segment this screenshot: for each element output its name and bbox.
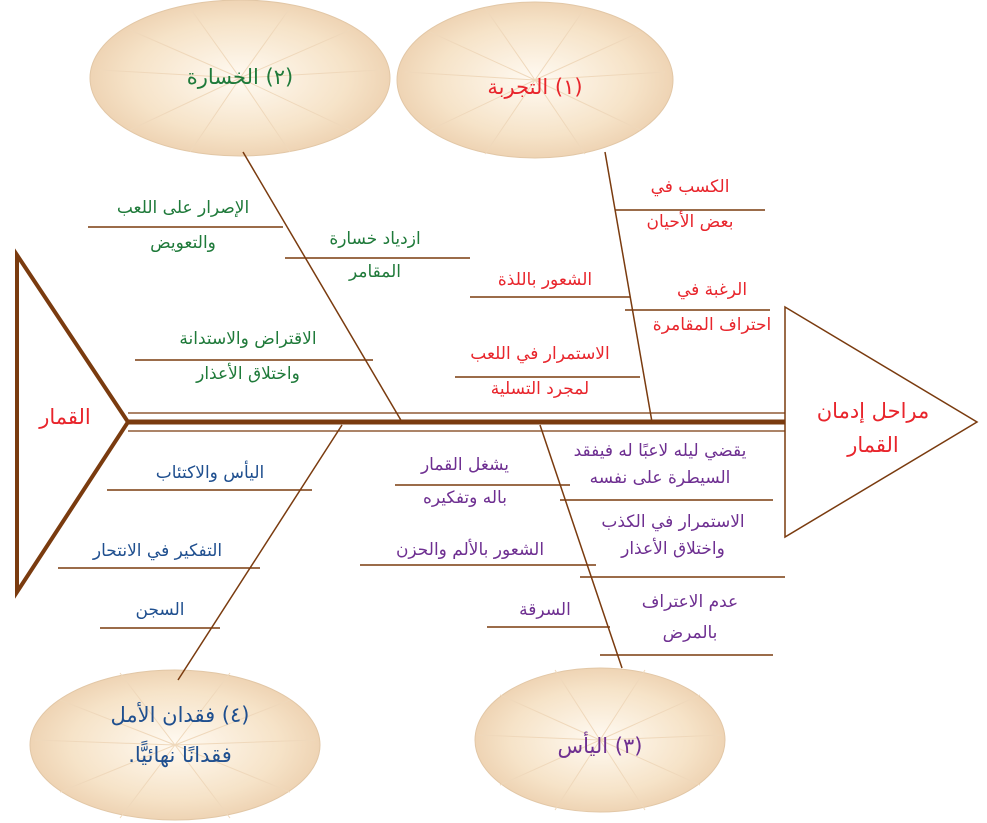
cloud-stage3 [474,667,726,813]
fish-head [784,305,979,539]
stage1-pleasure-label: الشعور باللذة [497,270,593,290]
stage3-occupy-line2: باله وتفكيره [423,488,507,509]
stage3-lying-line1: الاستمرار في الكذب [601,512,745,532]
cloud-stage1-label: (١) التجربة [487,75,583,99]
bone-stage2 [242,151,403,423]
stage4-prison-label: السجن [135,600,185,620]
cloud-stage4 [29,669,321,821]
stage3-denial-line1: عدم الاعتراف [641,592,739,612]
stage3-pain-label: الشعور بالألم والحزن [395,540,545,560]
cloud-stage4-line1: (٤) فقدان الأمل [110,703,250,727]
stage1-gain-line1: الكسب في [650,177,730,197]
stage2-loss-line1: ازدياد خسارة [329,229,421,249]
cloud-stage4-line2: فقدانًا نهائيًّا. [128,743,232,768]
stage3-lying-label: الاستمرار في الكذب واختلاق الأعذار [568,512,778,561]
fish-tail [15,248,131,599]
tail-label: القمار [39,405,91,429]
cloud-stage4-label: (٤) فقدان الأمل فقدانًا نهائيًّا. [55,702,305,769]
stage3-night-label: يقضي ليله لاعبًا له فيفقد السيطرة على نف… [540,441,780,490]
stage3-denial-line2: بالمرض [662,623,718,644]
stage3-lying-line2: واختلاق الأعذار [621,539,725,560]
cloud-stage2-label: (٢) الخسارة [186,65,294,89]
cloud-stage1 [396,1,674,159]
stage3-occupy-line1: يشغل القمار [420,455,510,475]
bone-stage1 [604,151,653,423]
head-label: مراحل إدمان القمار [788,398,958,459]
stage2-insist-line2: والتعويض [150,233,216,254]
stage1-gain-label: الكسب في بعض الأحيان [620,177,760,234]
stage4-suicide-label: التفكير في الانتحار [92,541,223,561]
stage2-borrow-line1: الاقتراض والاستدانة [179,329,317,349]
stage2-borrow-line2: واختلاق الأعذار [196,364,300,385]
head-label-line2: القمار [847,433,899,458]
stage1-desire-line1: الرغبة في [676,280,748,300]
stage1-gain-line2: بعض الأحيان [646,212,734,233]
cloud-stage3-label: (٣) اليأس [557,734,643,758]
fish-skeleton [15,151,979,681]
stage3-night-line1: يقضي ليله لاعبًا له فيفقد [573,441,747,461]
stage4-despair-label: اليأس والاكتئاب [155,463,265,483]
stage3-theft-label: السرقة [519,600,571,620]
stage2-insist-label: الإصرار على اللعب والتعويض [78,198,288,255]
stage3-denial-label: عدم الاعتراف بالمرض [610,592,770,645]
stage2-insist-line1: الإصرار على اللعب [116,198,250,218]
bone-stage4 [177,424,343,681]
head-label-line1: مراحل إدمان [816,399,930,423]
cloud-stage2 [89,0,391,157]
stage1-desire-label: الرغبة في احتراف المقامرة [632,280,792,337]
stage2-loss-label: ازدياد خسارة المقامر [300,229,450,284]
stage1-fun-line2: لمجرد التسلية [490,379,590,400]
stage2-borrow-label: الاقتراض والاستدانة واختلاق الأعذار [128,329,368,386]
stage1-fun-line1: الاستمرار في اللعب [470,344,610,364]
stage3-occupy-label: يشغل القمار باله وتفكيره [390,455,540,510]
stage3-night-line2: السيطرة على نفسه [589,468,731,489]
stage1-desire-line2: احتراف المقامرة [652,315,772,336]
stage1-fun-label: الاستمرار في اللعب لمجرد التسلية [450,344,630,401]
stage2-loss-line2: المقامر [349,262,401,283]
